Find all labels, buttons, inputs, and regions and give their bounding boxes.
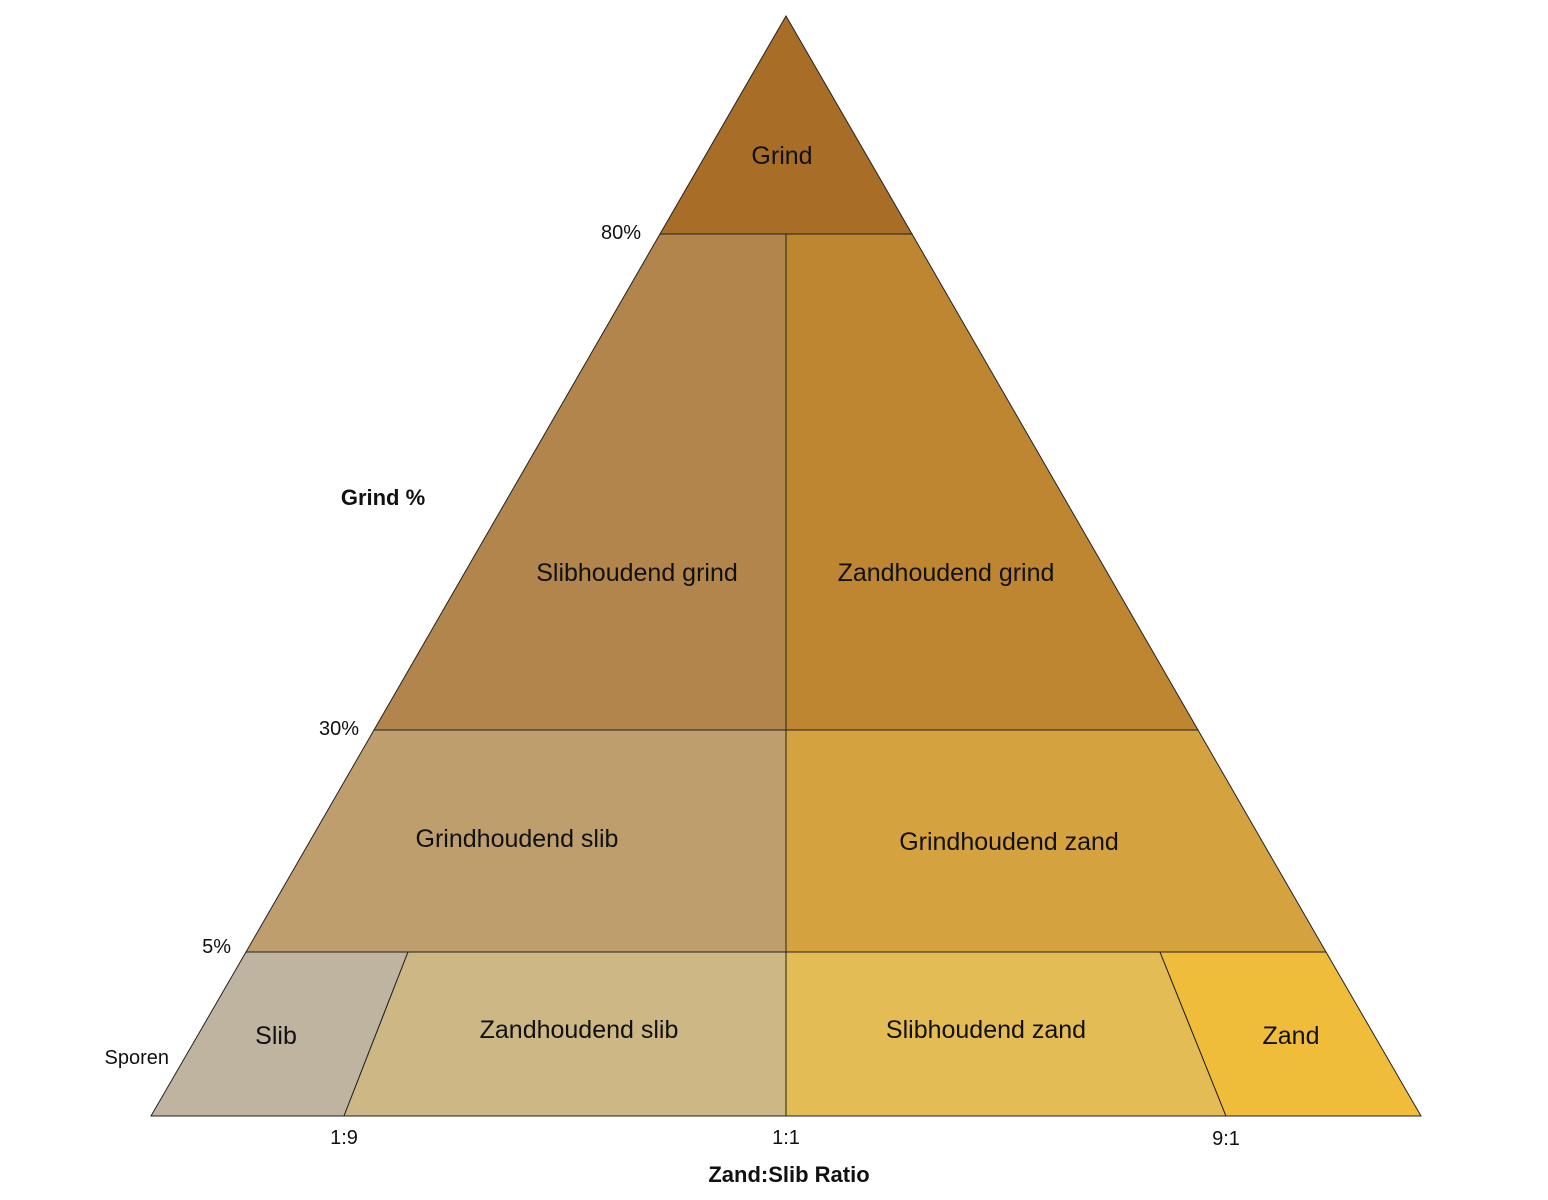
label-grindhoudend-slib: Grindhoudend slib (416, 825, 619, 853)
label-slib: Slib (255, 1022, 297, 1050)
gravel-axis-title: Grind % (341, 485, 425, 510)
gravel-tick-30: 30% (319, 718, 359, 740)
gravel-tick-5: 5% (202, 936, 231, 958)
ratio-tick-9-1: 9:1 (1212, 1128, 1240, 1150)
label-zandhoudend-grind: Zandhoudend grind (838, 559, 1055, 587)
region-zandhoudend-grind (785, 233, 1199, 731)
ratio-axis-title: Zand:Slib Ratio (708, 1162, 869, 1187)
label-grind: Grind (751, 142, 812, 170)
label-slibhoudend-grind: Slibhoudend grind (536, 559, 738, 587)
label-slibhoudend-zand: Slibhoudend zand (886, 1016, 1086, 1044)
gravel-tick-80: 80% (601, 222, 641, 244)
gravel-tick-sporen: Sporen (105, 1047, 170, 1069)
region-zand (1159, 951, 1422, 1117)
ratio-tick-1-1: 1:1 (772, 1127, 800, 1149)
label-grindhoudend-zand: Grindhoudend zand (899, 828, 1119, 856)
label-zandhoudend-slib: Zandhoudend slib (480, 1016, 679, 1044)
label-zand: Zand (1263, 1022, 1320, 1050)
region-grind (659, 15, 913, 235)
region-slibhoudend-grind (373, 233, 787, 731)
ratio-tick-1-9: 1:9 (330, 1127, 358, 1149)
